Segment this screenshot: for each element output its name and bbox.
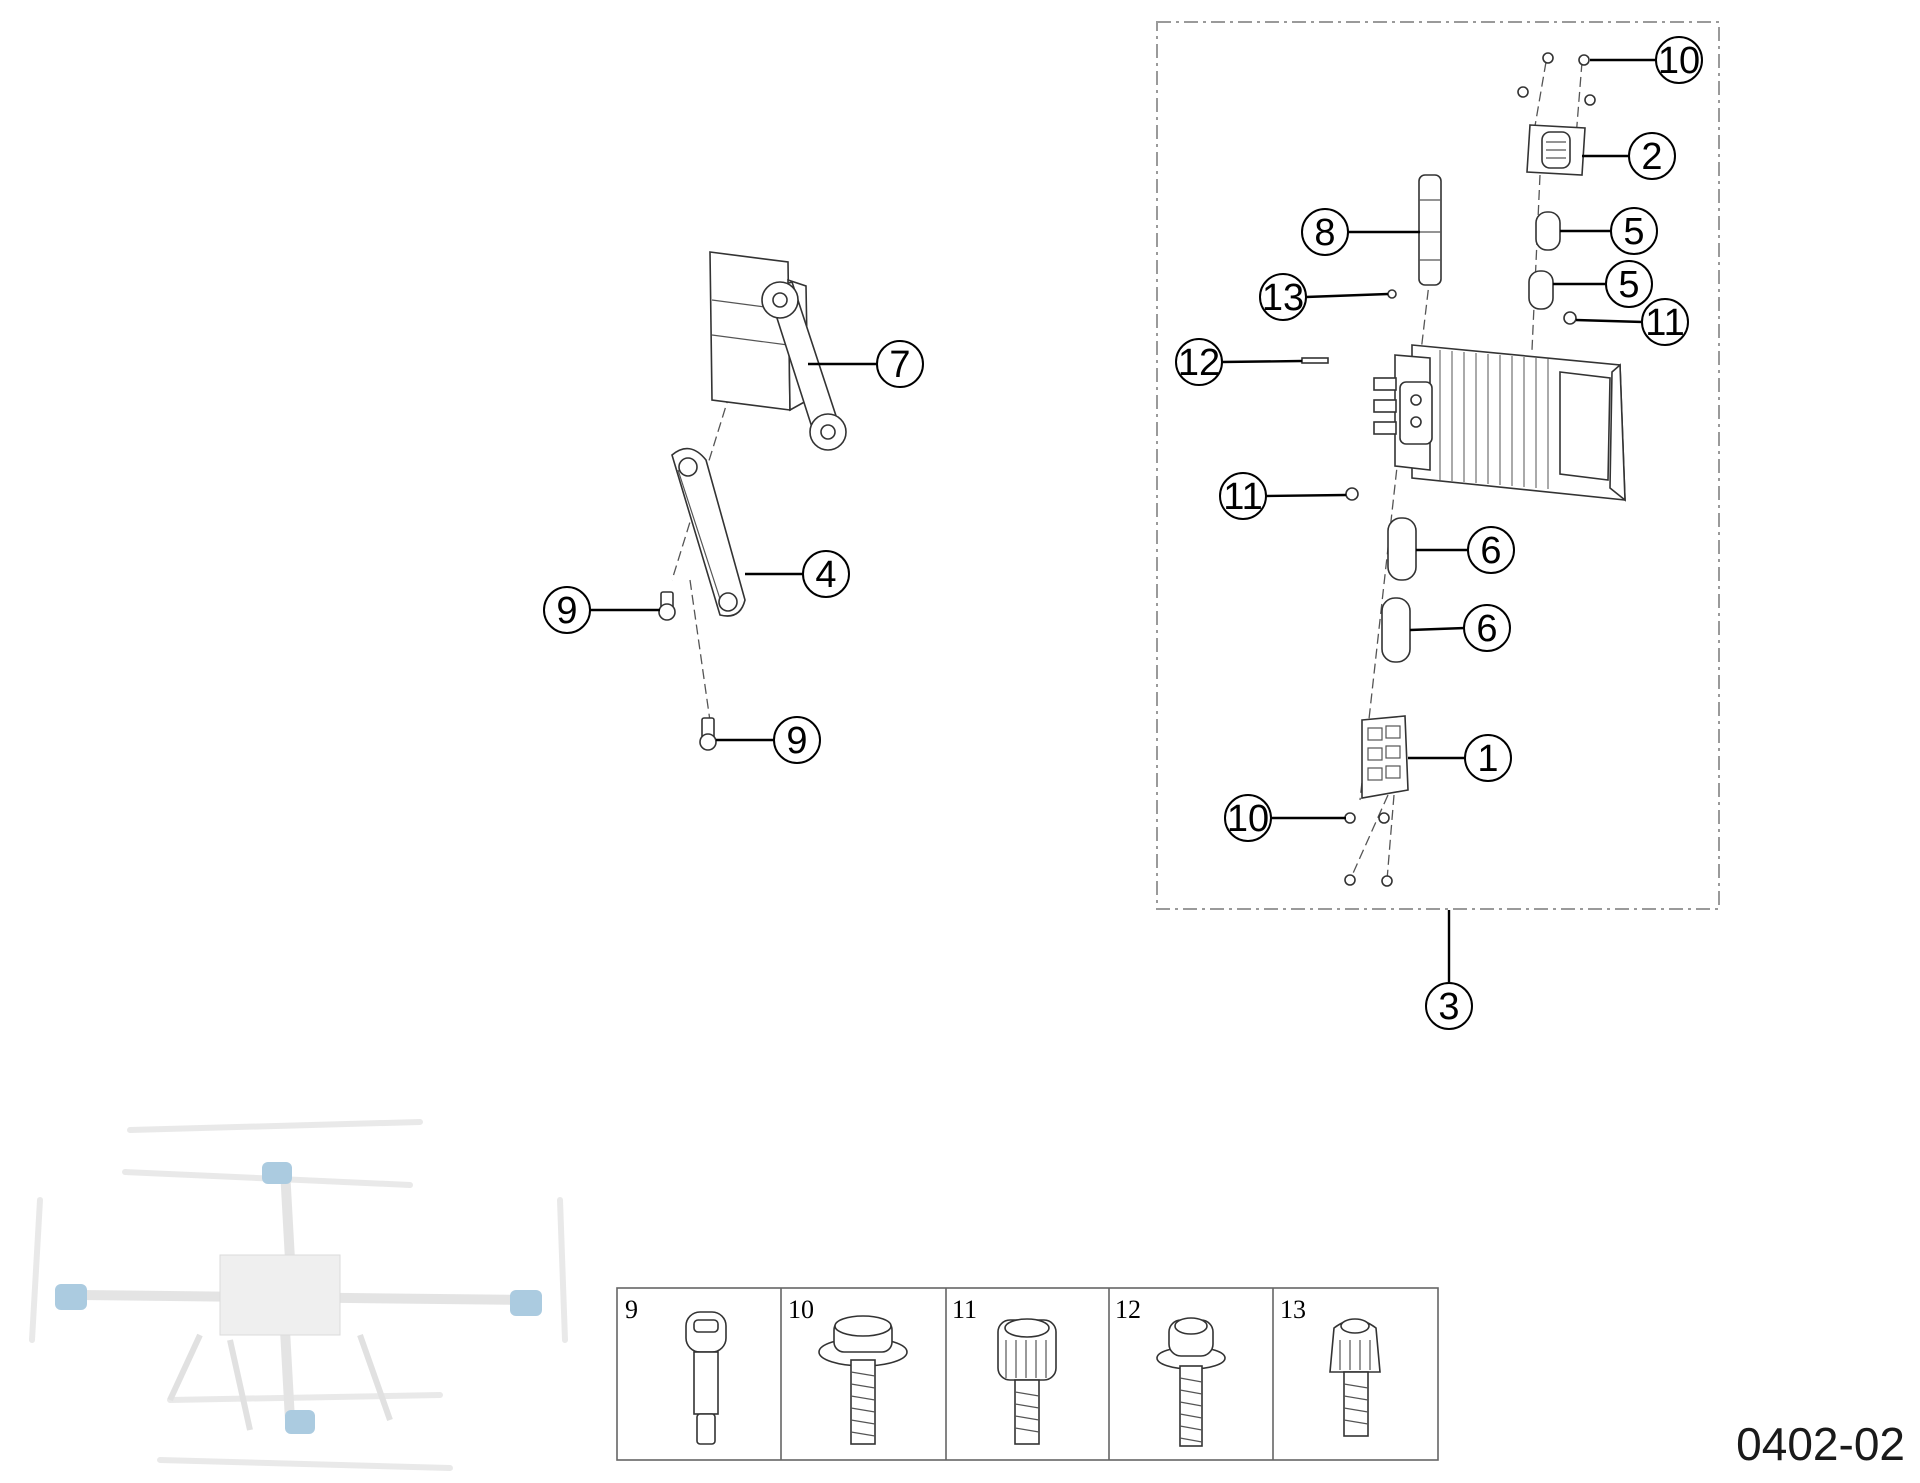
callout-balloon: 2 [1628, 132, 1676, 180]
link-arm-part-4 [671, 447, 746, 617]
screw-part-9-upper [658, 591, 676, 621]
callout-balloon: 13 [1259, 273, 1307, 321]
callout-balloon: 5 [1610, 207, 1658, 255]
callout-label: 11 [1645, 302, 1684, 344]
connector-plate-part-2 [1526, 124, 1586, 176]
screw-10-f [1378, 812, 1390, 824]
callout-balloon: 6 [1463, 604, 1511, 652]
callout-label: 9 [556, 590, 577, 632]
callout-label: 6 [1480, 530, 1501, 572]
screw-part-9-lower [699, 717, 717, 751]
table-cell-label: 10 [788, 1295, 814, 1324]
callout-balloons: 10 2 5 5 8 13 11 12 11 6 6 1 10 3 7 4 9 … [543, 36, 1703, 1030]
table-cell-label: 12 [1115, 1295, 1141, 1324]
flange-screw-icon [818, 1315, 908, 1445]
callout-balloon: 11 [1219, 472, 1267, 520]
drone-overview-image [29, 1119, 568, 1471]
leader-lines [590, 58, 1657, 982]
callout-label: 1 [1477, 738, 1498, 780]
screw-part-11-lower [1345, 487, 1359, 501]
screw-10-c [1517, 86, 1529, 98]
screw-10-d [1584, 94, 1596, 106]
callout-label: 9 [786, 720, 807, 762]
document-code: 0402-02 [1736, 1418, 1905, 1470]
callout-balloon: 9 [543, 586, 591, 634]
callout-label: 3 [1438, 986, 1459, 1028]
seal-part-6-a [1387, 517, 1417, 581]
table-cell-label: 11 [952, 1295, 977, 1324]
screw-10-h [1381, 875, 1393, 887]
callout-label: 7 [889, 344, 910, 386]
callout-label: 10 [1227, 798, 1269, 840]
callout-balloon: 6 [1467, 526, 1515, 574]
callout-label: 2 [1641, 136, 1662, 178]
callout-balloon: 7 [876, 340, 924, 388]
callout-balloon: 4 [802, 550, 850, 598]
cap-screw-icon [1329, 1318, 1381, 1437]
assembly-3-boundary [1156, 21, 1720, 910]
callout-label: 11 [1223, 476, 1262, 518]
callout-balloon: 11 [1641, 298, 1689, 346]
seal-part-5-a [1535, 211, 1561, 251]
callout-label: 8 [1314, 212, 1335, 254]
callout-balloon: 9 [773, 716, 821, 764]
callout-label: 12 [1178, 342, 1220, 384]
controller-assembly [1301, 52, 1626, 887]
bracket-part-7 [709, 251, 847, 451]
cylinder-part-8 [1418, 174, 1442, 286]
table-cell-label: 9 [625, 1295, 638, 1324]
connector-block-part-1 [1361, 715, 1409, 799]
shoulder-screw-icon [685, 1311, 727, 1445]
callout-balloon: 10 [1655, 36, 1703, 84]
linkage-assembly [658, 251, 847, 751]
callout-label: 5 [1623, 211, 1644, 253]
screw-part-13 [1387, 289, 1397, 299]
callout-label: 6 [1476, 608, 1497, 650]
seal-part-5-b [1528, 270, 1554, 310]
pin-part-12 [1301, 357, 1329, 364]
controller-body [1373, 344, 1626, 502]
screw-10-e [1344, 812, 1356, 824]
callout-balloon: 1 [1464, 734, 1512, 782]
callout-label: 13 [1262, 277, 1304, 319]
screw-part-11-upper [1563, 311, 1577, 325]
screw-10-b [1578, 54, 1590, 66]
callout-label: 5 [1618, 264, 1639, 306]
table-cell-label: 13 [1280, 1295, 1306, 1324]
callout-balloon: 3 [1425, 982, 1473, 1030]
callout-balloon: 12 [1175, 338, 1223, 386]
screw-10-a [1542, 52, 1554, 64]
screw-10-g [1344, 874, 1356, 886]
washer-screw-icon [1156, 1317, 1226, 1447]
seal-part-6-b [1381, 597, 1411, 663]
knurled-cap-screw-icon [997, 1318, 1057, 1445]
callout-label: 4 [815, 554, 836, 596]
callout-label: 10 [1658, 40, 1700, 82]
callout-balloon: 5 [1605, 260, 1653, 308]
fastener-table: 9 10 11 12 13 [616, 1287, 1439, 1461]
callout-balloon: 8 [1301, 208, 1349, 256]
callout-balloon: 10 [1224, 794, 1272, 842]
